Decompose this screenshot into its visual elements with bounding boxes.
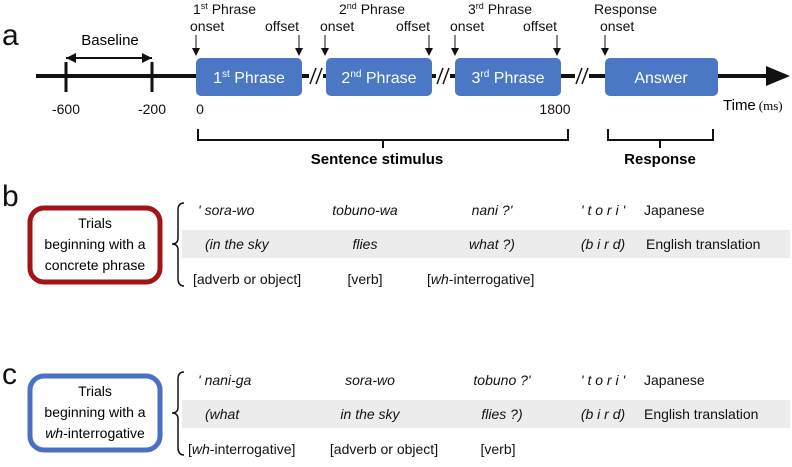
panel-a: a Baseline -600 -200 0 1800 Time(ms) — [2, 1, 790, 168]
roles-row-b: [adverb or object] [verb] [wh-interrogat… — [193, 271, 534, 287]
jp-c-word-1: ' nani-ga — [198, 372, 251, 388]
trial-type-box-wh — [27, 373, 163, 453]
jp-c-word-3: tobuno ?' — [473, 372, 531, 388]
sentence-stimulus-brace: Sentence stimulus — [197, 129, 569, 168]
response-label: Response — [624, 151, 696, 168]
panel-c-letter: c — [2, 358, 17, 391]
axis-break-marks — [309, 66, 589, 86]
panel-c: c Trials beginning with a wh-interrogati… — [2, 358, 790, 457]
role-b-3: [wh-interrogative] — [427, 271, 534, 287]
japanese-row-c: ' nani-ga sora-wo tobuno ?' ' t o r i ' … — [198, 372, 705, 388]
en-b-word-3: what ?) — [469, 236, 515, 252]
marker-response-line1: Response — [594, 1, 657, 17]
marker-1st-offset: offset — [265, 18, 299, 34]
role-c-3: [verb] — [480, 441, 515, 457]
marker-response-line2: onset — [600, 18, 634, 34]
tick-label-minus-200: -200 — [138, 101, 166, 117]
svg-text:Answer: Answer — [634, 70, 688, 87]
jp-c-word-2: sora-wo — [345, 372, 395, 388]
phrase-box-1: 1st Phrase — [196, 58, 302, 96]
jp-b-word-1: ' sora-wo — [198, 202, 255, 218]
event-markers: 1st Phrase onset offset 2nd Phrase onset… — [190, 1, 657, 56]
jp-c-word-4: ' t o r i ' — [581, 372, 627, 388]
svg-text:2nd Phrase: 2nd Phrase — [341, 69, 416, 87]
marker-2nd-onset-line1: 2nd Phrase — [339, 1, 405, 17]
box-b-line2: beginning with a — [44, 236, 145, 252]
jp-c-language-label: Japanese — [644, 372, 705, 388]
en-b-word-1: (in the sky — [205, 236, 270, 252]
sentence-stimulus-label: Sentence stimulus — [311, 151, 444, 168]
time-axis-label: Time(ms) — [723, 97, 783, 114]
en-b-word-4: (b i r d) — [581, 236, 625, 252]
role-b-1: [adverb or object] — [193, 271, 301, 287]
english-row-b: (in the sky flies what ?) (b i r d) Engl… — [205, 236, 760, 252]
box-b-line1: Trials — [78, 215, 112, 231]
role-c-2: [adverb or object] — [330, 441, 438, 457]
role-b-2: [verb] — [347, 271, 382, 287]
translation-row-shading-c — [182, 400, 790, 428]
marker-2nd-onset-line2: onset — [320, 18, 354, 34]
marker-2nd-offset: offset — [396, 18, 430, 34]
response-brace: Response — [607, 129, 714, 168]
svg-text:3rd Phrase: 3rd Phrase — [472, 69, 545, 87]
baseline-arrow-left-icon — [66, 53, 76, 63]
panel-b-brace — [171, 202, 185, 287]
phrase-box-2: 2nd Phrase — [326, 58, 432, 96]
en-c-language-label: English translation — [644, 406, 758, 422]
en-c-word-4: (b i r d) — [581, 406, 625, 422]
en-c-word-1: (what — [205, 406, 240, 422]
box-b-line3: concrete phrase — [45, 257, 146, 273]
japanese-row-b: ' sora-wo tobuno-wa nani ?' ' t o r i ' … — [198, 202, 705, 218]
panel-a-letter: a — [2, 19, 19, 52]
marker-3rd-onset-line2: onset — [450, 18, 484, 34]
marker-3rd-onset-line1: 3rd Phrase — [468, 1, 532, 17]
role-c-1: [wh-interrogative] — [188, 441, 295, 457]
marker-1st-onset-line1: 1st Phrase — [193, 1, 256, 17]
marker-1st-onset-line2: onset — [190, 18, 224, 34]
en-b-word-2: flies — [353, 236, 378, 252]
english-row-c: (what in the sky flies ?) (b i r d) Engl… — [205, 406, 758, 422]
box-c-line3: wh-interrogative — [45, 425, 145, 441]
en-c-word-2: in the sky — [340, 406, 400, 422]
tick-label-0: 0 — [196, 101, 204, 117]
jp-b-word-2: tobuno-wa — [332, 202, 398, 218]
answer-box: Answer — [605, 58, 718, 96]
panel-b: b Trials beginning with a concrete phras… — [2, 180, 790, 287]
baseline-label: Baseline — [81, 32, 139, 49]
en-c-word-3: flies ?) — [481, 406, 522, 422]
phrase-box-3: 3rd Phrase — [455, 58, 561, 96]
panel-b-letter: b — [2, 180, 19, 213]
jp-b-word-3: nani ?' — [472, 202, 514, 218]
marker-3rd-offset: offset — [523, 18, 557, 34]
baseline-bracket: Baseline — [66, 32, 152, 63]
panel-c-brace — [171, 371, 185, 456]
roles-row-c: [wh-interrogative] [adverb or object] [v… — [188, 441, 516, 457]
baseline-arrow-right-icon — [142, 53, 152, 63]
trial-type-box-concrete — [27, 205, 163, 285]
en-b-language-label: English translation — [646, 236, 760, 252]
time-axis-arrowhead-icon — [766, 66, 790, 86]
tick-label-1800: 1800 — [539, 101, 570, 117]
jp-b-language-label: Japanese — [644, 202, 705, 218]
box-c-line1: Trials — [78, 383, 112, 399]
svg-text:1st Phrase: 1st Phrase — [213, 69, 285, 87]
jp-b-word-4: ' t o r i ' — [581, 202, 627, 218]
translation-row-shading-b — [182, 230, 790, 258]
tick-label-minus-600: -600 — [52, 101, 80, 117]
box-c-line2: beginning with a — [44, 404, 145, 420]
